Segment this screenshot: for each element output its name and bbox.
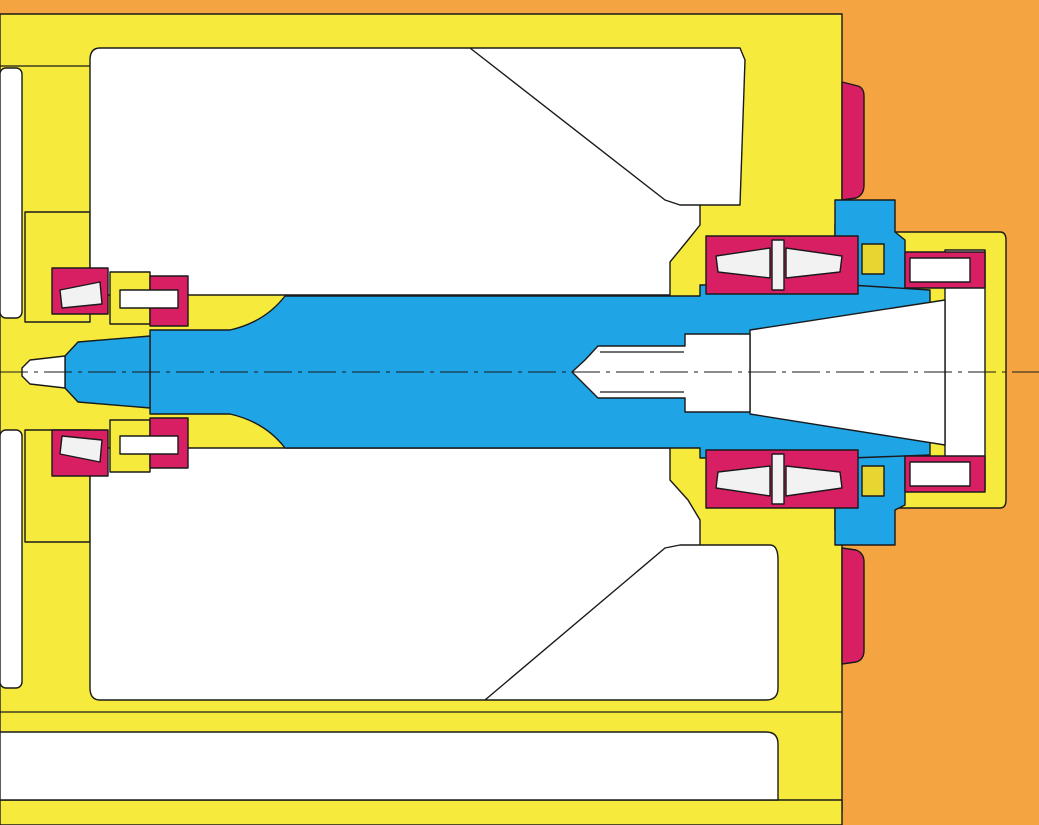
rear-bearing-lower xyxy=(51,417,189,477)
front-bearing-upper-roller-a xyxy=(715,247,771,279)
flange-seal-lower xyxy=(841,547,865,665)
end-cap-inner xyxy=(944,249,986,491)
front-bearing-upper-spacer xyxy=(771,239,785,291)
spindle-tip xyxy=(21,355,66,389)
end-cap-bolt-upper xyxy=(909,257,971,283)
front-bearing-lower-roller-a xyxy=(715,465,771,497)
end-cap-bolt-lower xyxy=(909,461,971,487)
rear-bearing-upper xyxy=(51,267,189,327)
rear-bearing-upper-rollers xyxy=(59,281,103,309)
lower-cavity xyxy=(89,447,779,701)
left-cavity-lower xyxy=(0,429,23,689)
front-bearing-upper xyxy=(705,235,885,295)
flange-seal-upper xyxy=(841,81,865,201)
front-seal-upper xyxy=(861,243,885,275)
rear-nut-lower-inner xyxy=(119,435,179,455)
front-flange xyxy=(841,81,865,665)
end-cap-bolts xyxy=(904,251,986,493)
rear-bearing-lower-rollers xyxy=(59,435,103,463)
front-seal-lower xyxy=(861,465,885,497)
rear-nut-upper-inner xyxy=(119,289,179,309)
housing-base-strip xyxy=(0,799,843,825)
front-bearing-upper-roller-b xyxy=(785,247,843,279)
front-bearing-lower-roller-b xyxy=(785,465,843,497)
front-bearing-lower xyxy=(705,449,885,509)
left-cavity-upper xyxy=(0,67,23,319)
bottom-channel xyxy=(0,731,779,801)
cavities xyxy=(0,47,842,801)
upper-cavity xyxy=(89,47,746,296)
front-bearing-lower-spacer xyxy=(771,453,785,505)
